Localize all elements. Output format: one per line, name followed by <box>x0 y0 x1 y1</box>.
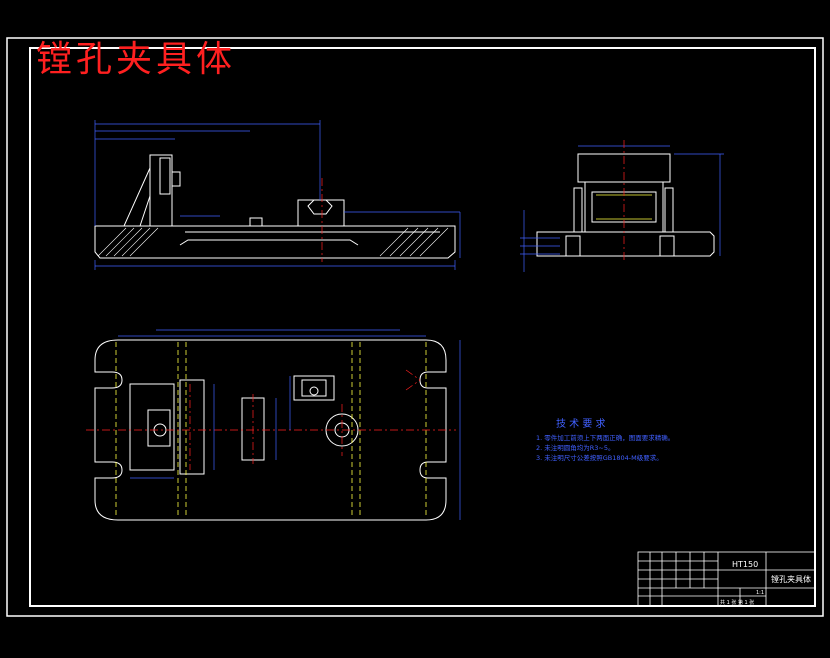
tech-note-1: 1. 零件加工前须上下两面正确，图面要求精确。 <box>536 433 674 442</box>
title-block-material: HT150 <box>732 560 758 569</box>
side-view-dimensions <box>520 145 724 272</box>
title-block-sheet: 共 1 张 第 1 张 <box>720 599 754 606</box>
front-view <box>94 154 456 259</box>
outer-border <box>6 37 824 617</box>
title-block-scale: 1:1 <box>756 590 764 596</box>
side-view <box>536 153 715 257</box>
front-view-dimensions <box>94 120 461 270</box>
inner-frame <box>29 47 816 607</box>
tech-notes: 技 术 要 求 1. 零件加工前须上下两面正确，图面要求精确。 2. 未注明圆角… <box>536 417 674 462</box>
tech-note-2: 2. 未注明圆角均为R3~5。 <box>536 443 615 452</box>
plan-view-dimensions <box>118 329 461 520</box>
title-block-part-name: 镗孔夹具体 <box>771 574 811 584</box>
plan-view-centerlines <box>86 369 456 470</box>
front-view-hatch <box>97 227 449 257</box>
tech-note-3: 3. 未注明尺寸公差按照GB1804-M级要求。 <box>536 453 663 462</box>
drawing-title: 镗孔夹具体 <box>36 39 237 80</box>
title-block <box>637 551 816 607</box>
tech-notes-heading: 技 术 要 求 <box>556 417 606 430</box>
plan-view-holes <box>153 386 359 447</box>
